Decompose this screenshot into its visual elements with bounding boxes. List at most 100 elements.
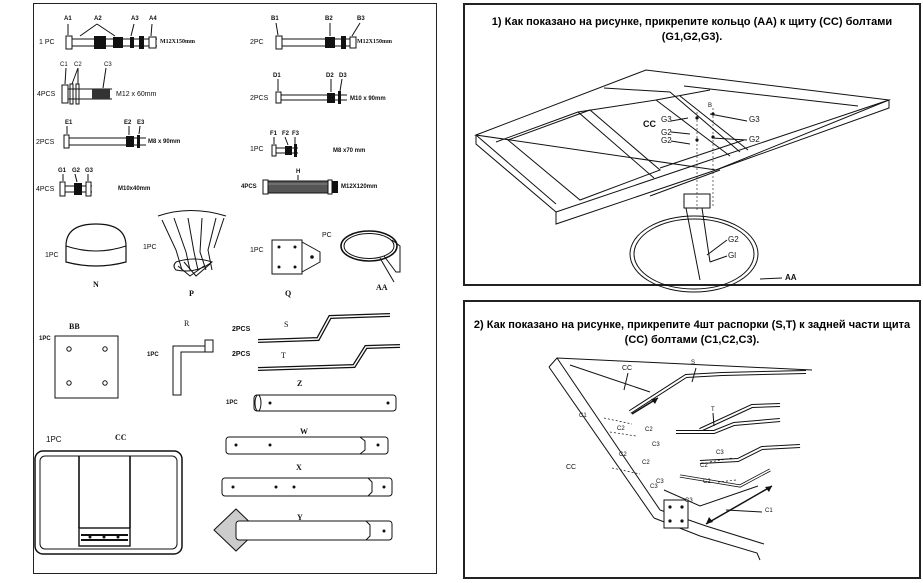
step2-c2b: C2 (645, 427, 653, 433)
p8-qty: 4PCS (241, 184, 257, 190)
bolt-e-drawing (63, 125, 146, 149)
p6-f1: F1 (270, 131, 278, 137)
bolt-a-drawing (65, 23, 157, 50)
bolt-d-drawing (275, 78, 347, 104)
net-p-drawing (157, 210, 227, 277)
tube-w-drawing (225, 436, 389, 455)
step1-g2c: G2 (749, 135, 760, 144)
tube-z-drawing (253, 394, 397, 412)
step1-g2d: G2 (728, 235, 739, 244)
p2-qty: 2PC (250, 39, 264, 46)
tube-x-drawing (221, 477, 393, 497)
p6-qty: 1PC (250, 146, 264, 153)
s-qty: 2PCS (232, 326, 251, 333)
t-qty: 2PCS (232, 351, 251, 358)
p7-qty: 4PCS (36, 186, 55, 193)
q-name: Q (285, 289, 292, 298)
step2-c2e: C2 (700, 463, 708, 469)
p6-spec: M8 x70 mm (333, 148, 366, 154)
step2-c2c: C2 (619, 452, 627, 458)
crank-r-drawing (172, 339, 214, 396)
bracket-q-drawing (271, 239, 321, 275)
p8-h: H (296, 169, 301, 175)
step1-g2b: G2 (661, 136, 672, 145)
step2-c2a: C2 (617, 426, 625, 432)
p8-spec: M12X120mm (341, 184, 378, 190)
cc-qty: 1PC (46, 435, 62, 444)
brace-t-drawing (257, 344, 401, 371)
n-qty: 1PC (45, 252, 59, 259)
brace-s-drawing (257, 313, 391, 343)
x-name: X (296, 463, 302, 472)
p2-b1: B1 (271, 16, 279, 22)
p3-c3: C3 (104, 62, 112, 68)
p3-c2: C2 (74, 62, 82, 68)
p6-f2: F2 (282, 131, 290, 137)
w-name: W (300, 427, 308, 436)
p4-qty: 2PCS (250, 95, 269, 102)
step2-instruction: 2) Как показано на рисунке, прикрепите 4… (473, 319, 911, 346)
p2-b3: B3 (357, 16, 365, 22)
p1-a4: A4 (149, 16, 157, 22)
cap-n-drawing (65, 223, 127, 267)
p4-d2: D2 (326, 73, 334, 79)
step2-c3c: C3 (656, 479, 664, 485)
step1-cc: CC (643, 119, 656, 129)
p5-qty: 2PCS (36, 139, 55, 146)
p5-e1: E1 (65, 120, 73, 126)
r-name: R (184, 319, 190, 328)
cc-name: CC (115, 433, 127, 442)
step2-t: T (711, 407, 715, 413)
ring-aa-drawing (340, 230, 401, 283)
p1-a3: A3 (131, 16, 139, 22)
step2-c3a: C3 (652, 442, 660, 448)
p4-d3: D3 (339, 73, 347, 79)
p5-spec: M8 x 90mm (148, 139, 181, 145)
bolt-c-drawing (61, 67, 112, 105)
bb-qty: 1PC (39, 336, 51, 342)
backboard-cc-drawing (34, 450, 183, 555)
bolt-f-drawing (271, 136, 298, 157)
step1-g3a: G3 (661, 115, 672, 124)
bolt-h-drawing (262, 175, 338, 195)
step2-s: S (691, 360, 696, 366)
tube-y-drawing (213, 508, 393, 552)
bolt-g-drawing (59, 173, 92, 197)
step2-c1a: C1 (579, 413, 587, 419)
z-qty: 1PC (226, 400, 238, 406)
bb-name: BB (69, 322, 80, 331)
p7-g1: G1 (58, 168, 67, 174)
step2-c3d: C3 (685, 498, 693, 504)
p3-qty: 4PCS (37, 91, 56, 98)
bolt-b-drawing (275, 22, 361, 50)
step2-c2f: C2 (703, 479, 711, 485)
step2-cc-side: CC (566, 464, 577, 471)
p4-d1: D1 (273, 73, 281, 79)
p7-g2: G2 (72, 168, 81, 174)
step2-cc-top: CC (622, 365, 633, 372)
p2-b2: B2 (325, 16, 333, 22)
p1-qty: 1 PC (39, 39, 55, 46)
step1-g2a: G2 (661, 128, 672, 137)
p-name: P (189, 289, 194, 298)
n-name: N (93, 280, 99, 289)
r-qty: 1PC (147, 352, 159, 358)
p5-e2: E2 (124, 120, 132, 126)
p1-a2: A2 (94, 16, 102, 22)
p-qty: 1PC (143, 244, 157, 251)
step2-c3b: C3 (716, 450, 724, 456)
step1-g3b: G3 (749, 115, 760, 124)
aa-name: AA (376, 283, 388, 292)
p7-spec: M10x40mm (118, 186, 151, 192)
p3-c1: C1 (60, 62, 68, 68)
z-name: Z (297, 379, 303, 388)
step1-instruction: 1) Как показано на рисунке, прикрепите к… (491, 16, 893, 43)
step2-c1b: C1 (765, 508, 773, 514)
y-name: Y (297, 513, 303, 522)
p4-spec: M10 x 90mm (350, 96, 386, 102)
p1-spec: M12X150mm (160, 39, 195, 45)
step1-aa: AA (785, 273, 797, 282)
